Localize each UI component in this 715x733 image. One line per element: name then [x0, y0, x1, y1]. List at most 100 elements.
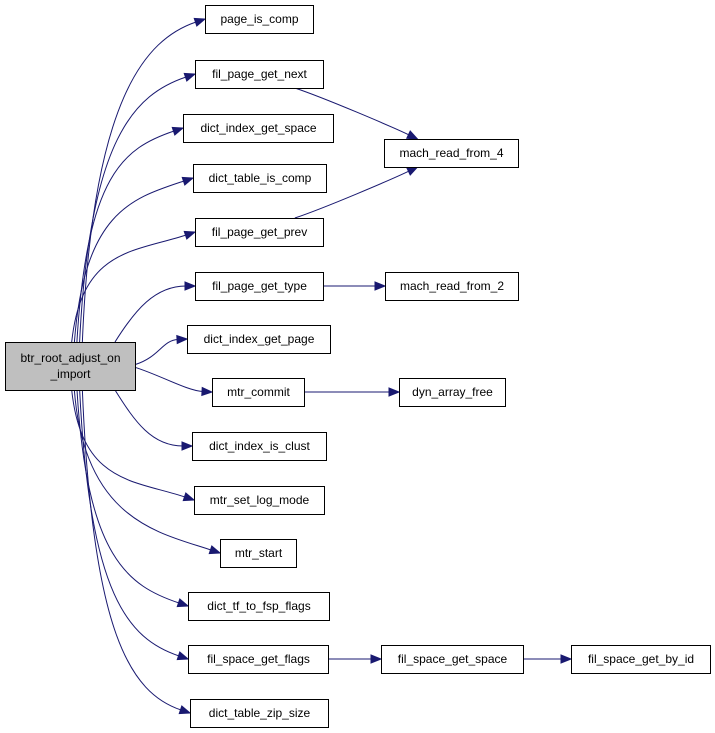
arrowhead	[176, 598, 190, 608]
edge-root-to-mtr-commit	[134, 366, 214, 397]
arrowhead	[178, 705, 192, 715]
node-label: page_is_comp	[220, 12, 298, 26]
edge-root-to-fil-page-get-type	[114, 281, 197, 343]
edge-root-to-mtr-set-log-mode	[71, 389, 196, 502]
edge-fil-page-get-next-to-mach-read-from-4	[294, 87, 419, 140]
arrowhead	[181, 441, 194, 451]
node-label: mach_read_from_4	[399, 146, 503, 160]
node-box	[188, 645, 329, 674]
node-label: fil_page_get_type	[212, 279, 307, 293]
node-box	[399, 378, 506, 407]
node-label: dict_index_is_clust	[209, 439, 310, 453]
node-fil-page-get-next[interactable]: fil_page_get_next	[195, 60, 324, 89]
node-label: mach_read_from_2	[400, 279, 504, 293]
node-label: mtr_start	[235, 546, 283, 560]
node-label: dict_tf_to_fsp_flags	[207, 599, 310, 613]
node-label: fil_space_get_space	[398, 652, 508, 666]
edge-root-to-fil-page-get-prev	[71, 230, 197, 343]
arrowhead	[181, 176, 195, 186]
node-box	[195, 218, 324, 247]
node-label: mtr_commit	[227, 385, 290, 399]
call-edges	[71, 17, 573, 715]
arrowhead	[183, 230, 197, 240]
arrowhead	[201, 386, 214, 397]
edge-root-to-dict-index-get-page	[134, 334, 189, 366]
node-label: btr_root_adjust_on	[20, 351, 120, 365]
edge-root-to-page-is-comp	[81, 17, 207, 343]
edge-mtr-commit-to-dyn-array-free	[304, 387, 401, 397]
arrowhead	[176, 334, 189, 345]
edge-fil-page-get-type-to-mach-read-from-2	[322, 281, 387, 291]
node-label: fil_page_get_next	[212, 67, 307, 81]
node-mach-read-from-4[interactable]: mach_read_from_4	[384, 139, 519, 168]
node-fil-space-get-by-id[interactable]: fil_space_get_by_id	[571, 645, 711, 674]
node-label: mtr_set_log_mode	[210, 493, 310, 507]
node-dyn-array-free[interactable]: dyn_array_free	[399, 378, 506, 407]
node-box	[195, 60, 324, 89]
edge-root-to-dict-index-is-clust	[114, 389, 194, 451]
node-root[interactable]: btr_root_adjust_on _import	[5, 342, 136, 391]
node-fil-space-get-flags[interactable]: fil_space_get_flags	[188, 645, 329, 674]
node-label: dyn_array_free	[412, 385, 493, 399]
node-box	[183, 114, 334, 143]
node-box	[212, 378, 305, 407]
function-nodes: btr_root_adjust_on _import page_is_compfil…	[5, 5, 711, 728]
node-mtr-start[interactable]: mtr_start	[220, 539, 297, 568]
node-label: dict_table_zip_size	[209, 706, 311, 720]
arrowhead	[560, 654, 573, 664]
node-mach-read-from-2[interactable]: mach_read_from_2	[385, 272, 519, 301]
node-page-is-comp[interactable]: page_is_comp	[205, 5, 314, 34]
arrowhead	[405, 166, 419, 176]
edge-root-to-dict-index-get-space	[76, 126, 185, 343]
arrowhead	[193, 17, 207, 27]
node-box	[205, 5, 314, 34]
edge-root-to-mtr-start	[73, 389, 222, 555]
node-label: fil_space_get_flags	[207, 652, 310, 666]
node-box	[188, 592, 330, 621]
arrowhead	[370, 654, 383, 664]
node-dict-tf-to-fsp-flags[interactable]: dict_tf_to_fsp_flags	[188, 592, 330, 621]
node-box	[193, 164, 327, 193]
arrowhead	[176, 651, 190, 661]
node-dict-index-is-clust[interactable]: dict_index_is_clust	[192, 432, 327, 461]
node-label: fil_page_get_prev	[212, 225, 307, 239]
edge-root-to-dict-table-is-comp	[73, 176, 195, 343]
edge-fil-space-get-flags-to-fil-space-get-space	[327, 654, 383, 664]
node-label: dict_table_is_comp	[209, 171, 312, 185]
node-mtr-set-log-mode[interactable]: mtr_set_log_mode	[194, 486, 325, 515]
node-box	[192, 432, 327, 461]
node-box	[190, 699, 329, 728]
arrowhead	[208, 545, 222, 555]
node-box	[384, 139, 519, 168]
edge-root-to-dict-table-zip-size	[81, 389, 192, 715]
node-dict-index-get-space[interactable]: dict_index_get_space	[183, 114, 334, 143]
node-dict-table-zip-size[interactable]: dict_table_zip_size	[190, 699, 329, 728]
node-box	[571, 645, 711, 674]
node-box	[195, 272, 324, 301]
node-box	[194, 486, 325, 515]
arrowhead	[184, 281, 197, 291]
node-label: dict_index_get_page	[204, 332, 315, 346]
arrowhead	[183, 72, 197, 82]
node-label: _import	[49, 367, 91, 381]
edge-fil-space-get-space-to-fil-space-get-by-id	[522, 654, 573, 664]
node-dict-index-get-page[interactable]: dict_index_get_page	[187, 325, 331, 354]
node-box	[385, 272, 519, 301]
node-label: dict_index_get_space	[200, 121, 316, 135]
arrowhead	[388, 387, 401, 397]
node-fil-page-get-type[interactable]: fil_page_get_type	[195, 272, 324, 301]
edge-root-to-fil-space-get-flags	[79, 389, 190, 661]
edge-root-to-dict-tf-to-fsp-flags	[76, 389, 190, 608]
node-box	[5, 342, 136, 391]
node-fil-space-get-space[interactable]: fil_space_get_space	[381, 645, 524, 674]
node-box	[381, 645, 524, 674]
arrowhead	[171, 126, 185, 136]
node-box	[187, 325, 331, 354]
node-box	[220, 539, 297, 568]
node-dict-table-is-comp[interactable]: dict_table_is_comp	[193, 164, 327, 193]
node-label: fil_space_get_by_id	[588, 652, 694, 666]
arrowhead	[182, 492, 196, 502]
node-mtr-commit[interactable]: mtr_commit	[212, 378, 305, 407]
node-fil-page-get-prev[interactable]: fil_page_get_prev	[195, 218, 324, 247]
